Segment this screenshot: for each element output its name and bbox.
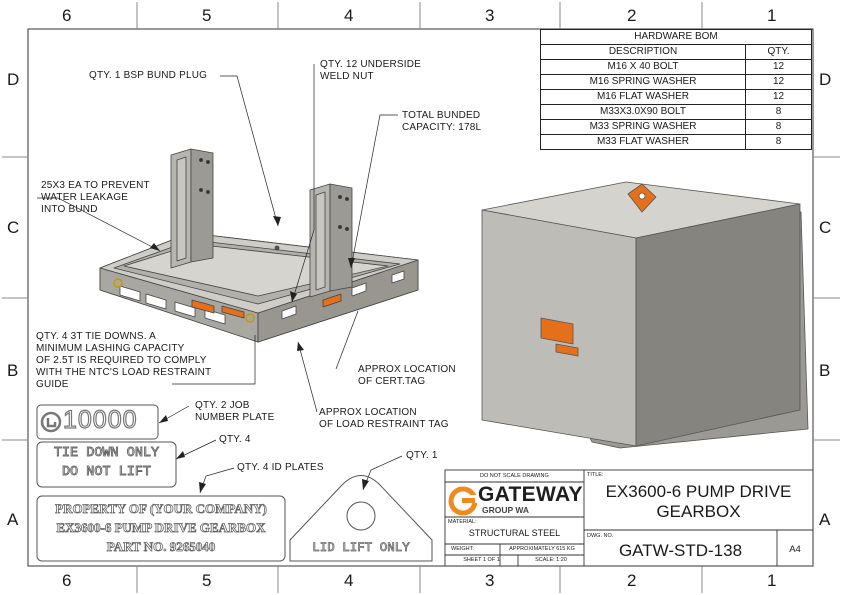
callout-tie-downs: OF 2.5T IS REQUIRED TO COMPLY xyxy=(36,355,207,366)
zone-row-label: B xyxy=(7,361,19,380)
zone-column-label: 4 xyxy=(344,6,354,25)
callout-tie-downs: MINIMUM LASHING CAPACITY xyxy=(36,343,185,354)
zone-column-label: 6 xyxy=(62,571,72,590)
id-plate-line: PART NO. 9265040 xyxy=(106,539,216,555)
bom-description: M16 SPRING WASHER xyxy=(540,74,746,90)
callout-job-plate: NUMBER PLATE xyxy=(195,412,275,423)
callout-load-restraint-tag: OF LOAD RESTRAINT TAG xyxy=(319,419,449,430)
material-value: STRUCTURAL STEEL xyxy=(468,528,561,538)
drawing-title: GEARBOX xyxy=(656,502,741,521)
plate-outlines xyxy=(36,404,433,562)
bom-description: M16 X 40 BOLT xyxy=(540,59,746,75)
tie-down-plate-line: DO NOT LIFT xyxy=(61,465,152,481)
callout-leakage: 25X3 EA TO PREVENT xyxy=(41,180,150,191)
callout-leakage: WATER LEAKAGE xyxy=(41,192,129,203)
id-plate-line: EX3600-6 PUMP DRIVE GEARBOX xyxy=(56,520,266,536)
zone-column-label: 2 xyxy=(627,571,637,590)
zone-column-label: 1 xyxy=(767,571,777,590)
bom-qty: 8 xyxy=(745,119,812,135)
bom-header: DESCRIPTION xyxy=(540,44,746,60)
callout-capacity: CAPACITY: 178L xyxy=(402,122,482,133)
do-not-scale-note: DO NOT SCALE DRAWING xyxy=(480,473,549,479)
callout-leakage: INTO BUND xyxy=(41,204,98,215)
sheet-size: A4 xyxy=(789,544,801,555)
bom-description: M33 SPRING WASHER xyxy=(540,119,746,135)
bom-qty: 8 xyxy=(745,134,812,150)
bom-description: M33 FLAT WASHER xyxy=(540,134,746,150)
zone-column-label: 5 xyxy=(202,6,212,25)
callout-lid-lift: QTY. 1 xyxy=(406,450,438,461)
zone-row-label: C xyxy=(819,218,832,237)
drawing-number-label: DWG. NO. xyxy=(587,533,614,539)
drawing-scale: SCALE: 1:20 xyxy=(535,557,567,563)
callout-cert-tag: OF CERT.TAG xyxy=(358,376,426,387)
zone-column-label: 3 xyxy=(485,571,495,590)
callout-load-restraint-tag: APPROX LOCATION xyxy=(319,407,417,418)
bom-title: HARDWARE BOM xyxy=(540,29,812,45)
zone-column-label: 6 xyxy=(62,6,72,25)
zone-column-label: 3 xyxy=(485,6,495,25)
zone-column-label: 1 xyxy=(767,6,777,25)
callout-tie-down-plate: QTY. 4 xyxy=(219,434,251,445)
drawing-title: EX3600-6 PUMP DRIVE xyxy=(605,482,792,501)
zone-row-label: B xyxy=(819,361,831,380)
callout-weld-nut: QTY. 12 UNDERSIDE xyxy=(320,59,422,70)
title-block xyxy=(444,469,814,567)
callout-tie-downs: QTY. 4 3T TIE DOWNS. A xyxy=(36,331,156,342)
zone-row-label: D xyxy=(7,70,20,89)
bund-base-view xyxy=(99,148,419,343)
job-plate-logo-icon xyxy=(40,411,62,433)
id-plate-line: PROPERTY OF (YOUR COMPANY) xyxy=(55,501,268,517)
weight-value: APPROXIMATELY 615 KG xyxy=(509,546,575,552)
zone-column-label: 2 xyxy=(627,6,637,25)
hardware-bom-table: HARDWARE BOM DESCRIPTION QTY. M16 X 40 B… xyxy=(540,29,812,150)
bom-header: QTY. xyxy=(745,44,812,60)
callout-tie-downs: WITH THE NTC'S LOAD RESTRAINT xyxy=(36,367,212,378)
gearbox-cover-view xyxy=(481,181,809,449)
zone-row-label: C xyxy=(7,218,20,237)
lid-lift-plate-text: LID LIFT ONLY xyxy=(312,541,410,556)
gateway-logo-icon xyxy=(448,486,478,516)
zone-row-label: A xyxy=(7,510,19,529)
bom-header-row: DESCRIPTION QTY. xyxy=(540,44,812,60)
job-plate-logo-mark xyxy=(46,418,57,428)
bom-description: M16 FLAT WASHER xyxy=(540,89,746,105)
callout-weld-nut: WELD NUT xyxy=(320,71,374,82)
bom-description: M33X3.0X90 BOLT xyxy=(540,104,746,120)
material-label: MATERIAL: xyxy=(448,519,477,525)
bom-qty: 8 xyxy=(745,104,812,120)
bom-qty: 12 xyxy=(745,74,812,90)
zone-row-label: A xyxy=(819,510,831,529)
company-subtitle: GROUP WA xyxy=(482,505,530,515)
callout-bund-plug: QTY. 1 BSP BUND PLUG xyxy=(89,70,208,81)
callout-capacity: TOTAL BUNDED xyxy=(402,110,481,121)
weight-label: WEIGHT: xyxy=(451,546,474,552)
job-number-plate: 10000 xyxy=(62,405,138,434)
zone-column-label: 4 xyxy=(344,571,354,590)
callout-job-plate: QTY. 2 JOB xyxy=(195,400,250,411)
title-label: TITLE: xyxy=(587,472,604,478)
zone-row-label: D xyxy=(819,70,832,89)
tie-down-plate-line: TIE DOWN ONLY xyxy=(53,446,160,462)
zone-column-label: 5 xyxy=(202,571,212,590)
callout-id-plates: QTY. 4 ID PLATES xyxy=(237,462,324,473)
drawing-number: GATW-STD-138 xyxy=(618,541,743,560)
callout-cert-tag: APPROX LOCATION xyxy=(358,364,456,375)
company-name: GATEWAY xyxy=(478,483,583,506)
sheet-number: SHEET 1 OF 1 xyxy=(463,557,500,563)
callout-tie-downs: GUIDE xyxy=(36,379,69,390)
bom-qty: 12 xyxy=(745,89,812,105)
bom-qty: 12 xyxy=(745,59,812,75)
